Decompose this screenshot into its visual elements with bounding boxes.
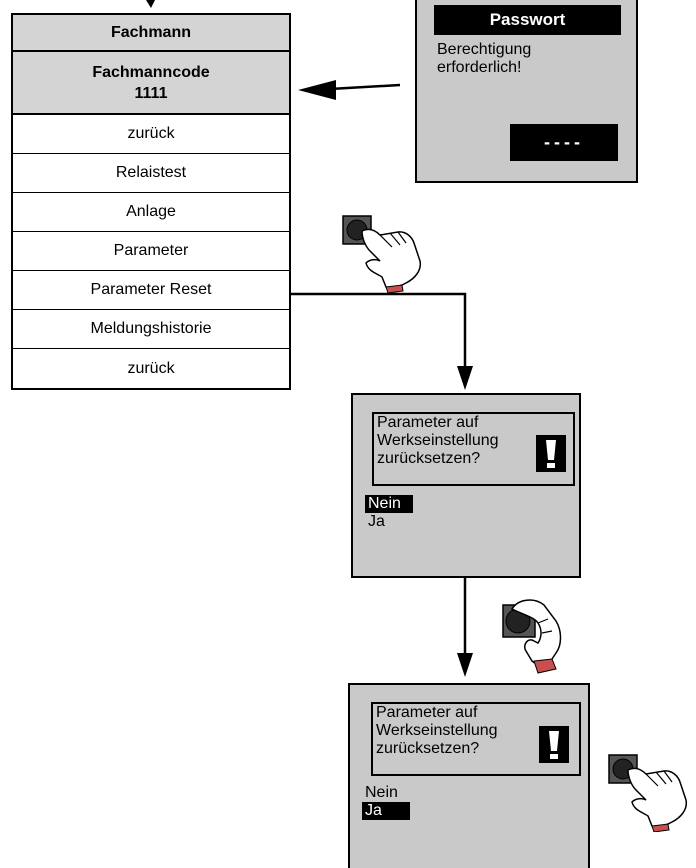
turn-knob-icon (502, 599, 562, 674)
menu-item-relaistest[interactable]: Relaistest (13, 154, 289, 193)
fachmann-menu: Fachmann Fachmanncode 1111 zurück Relais… (11, 13, 291, 390)
question-line3: zurücksetzen? (377, 450, 481, 467)
option-nein[interactable]: Nein (365, 495, 413, 513)
press-knob-icon (342, 215, 422, 293)
arrow-password-to-code (329, 83, 401, 91)
password-message-line1: Berechtigung (437, 41, 532, 58)
password-title: Passwort (434, 5, 621, 35)
menu-item-anlage[interactable]: Anlage (13, 193, 289, 232)
question2-line3: zurücksetzen? (376, 740, 480, 757)
reset-question-text-2: Parameter auf Werkseinstellung zurückset… (376, 704, 498, 758)
arrow-reset-to-confirm (291, 292, 467, 368)
warning-icon (539, 726, 569, 763)
password-entry-field[interactable]: ---- (510, 124, 618, 161)
reset-confirm-screen-1: Parameter auf Werkseinstellung zurückset… (351, 393, 581, 578)
password-screen: Passwort Berechtigung erforderlich! ---- (415, 0, 638, 183)
reset-question-box: Parameter auf Werkseinstellung zurückset… (372, 412, 575, 486)
code-value: 1111 (134, 84, 168, 102)
question-line2: Werkseinstellung (377, 432, 499, 449)
menu-item-back-2[interactable]: zurück (127, 359, 175, 377)
menu-header: Fachmann (13, 15, 289, 52)
reset-confirm-screen-2: Parameter auf Werkseinstellung zurückset… (348, 683, 590, 868)
password-message: Berechtigung erforderlich! (437, 41, 531, 77)
question-line1: Parameter auf (377, 414, 479, 431)
menu-code-row: Fachmanncode 1111 (13, 52, 289, 115)
password-message-line2: erforderlich! (437, 59, 522, 76)
menu-item-parameter-reset[interactable]: Parameter Reset (13, 271, 289, 310)
menu-item-parameter[interactable]: Parameter (13, 232, 289, 271)
reset-question-box-2: Parameter auf Werkseinstellung zurückset… (371, 702, 581, 776)
warning-icon (536, 435, 566, 472)
menu-item-meldungshistorie[interactable]: Meldungshistorie (13, 310, 289, 349)
question2-line1: Parameter auf (376, 704, 478, 721)
option-ja[interactable]: Ja (368, 513, 385, 530)
press-knob-icon (608, 754, 688, 832)
question2-line2: Werkseinstellung (376, 722, 498, 739)
reset-question-text: Parameter auf Werkseinstellung zurückset… (377, 414, 499, 468)
code-label: Fachmanncode (92, 63, 210, 81)
menu-item-back[interactable]: zurück (13, 115, 289, 154)
option-nein-2[interactable]: Nein (365, 784, 398, 801)
option-ja-2[interactable]: Ja (362, 802, 410, 820)
incoming-arrow-tip (146, 0, 155, 8)
